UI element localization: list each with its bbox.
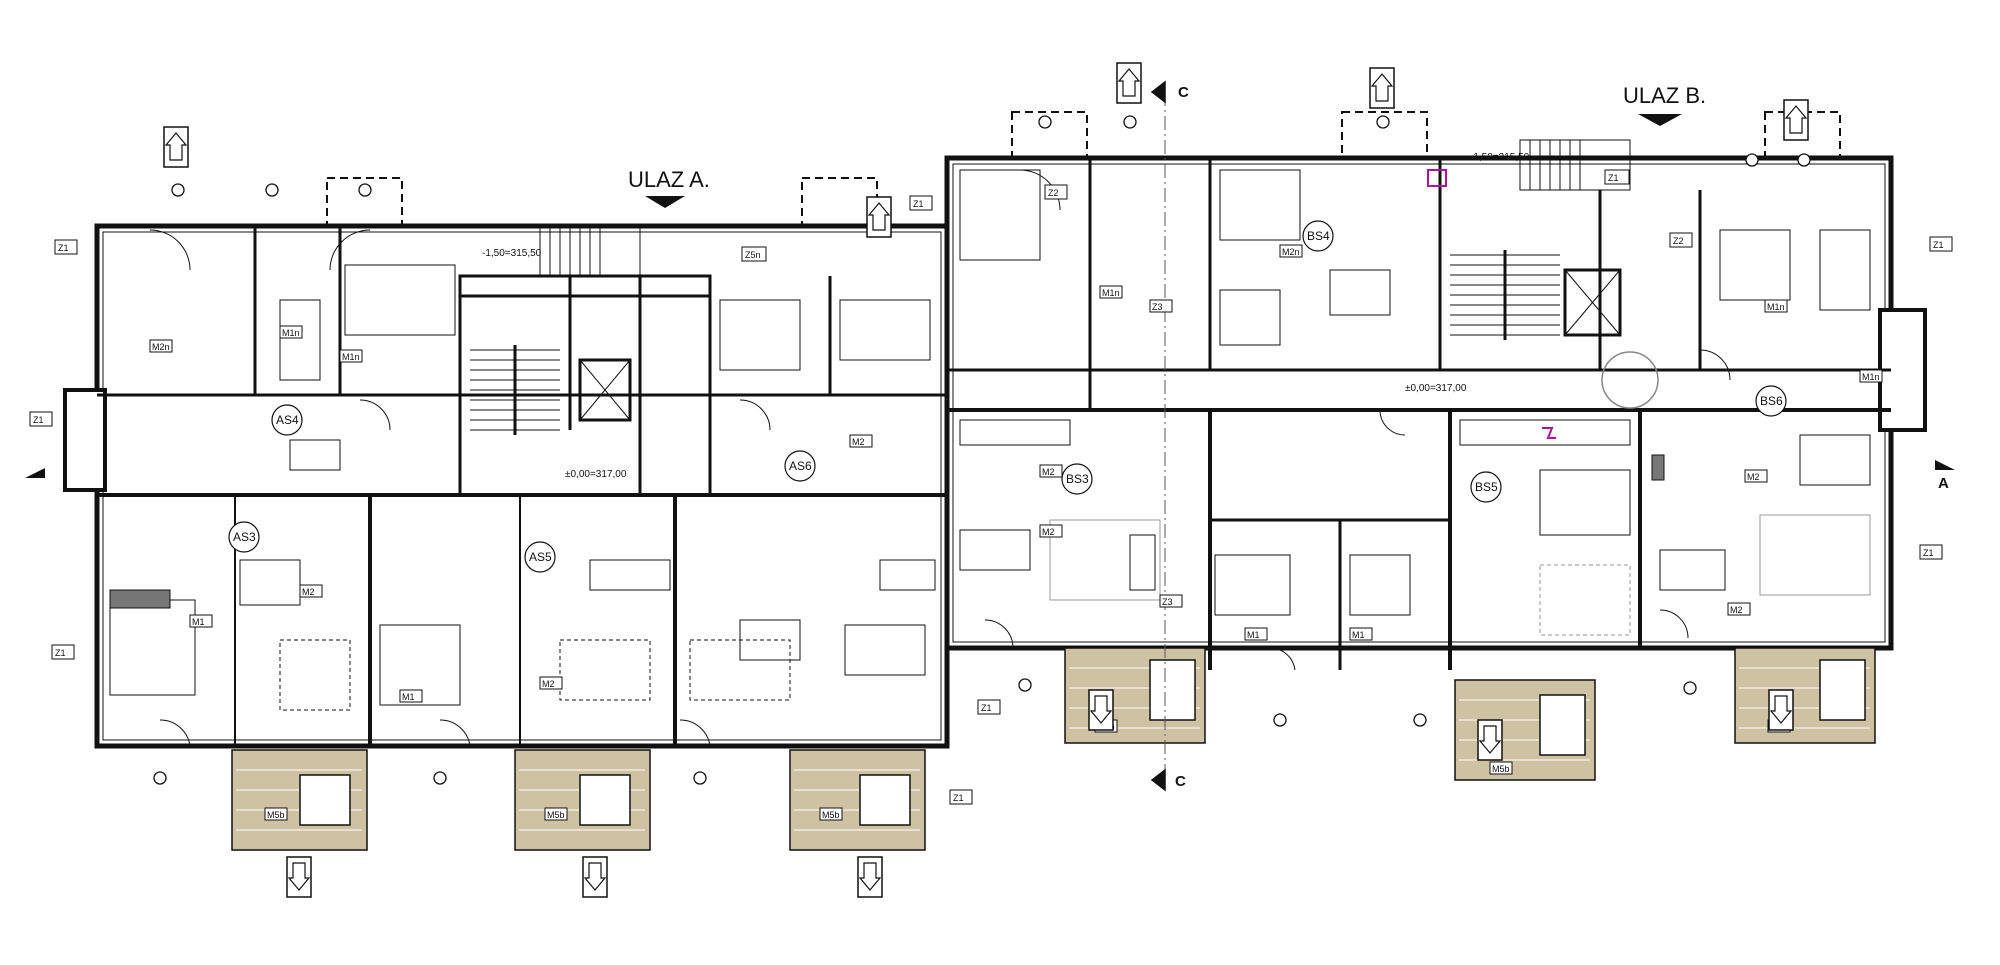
apartment-label: BS6 [1760,394,1783,408]
balcony-tag: M5b [267,810,285,820]
entrance-b-label: ULAZ B. [1623,83,1706,108]
room-tag: M2 [302,587,315,597]
balcony-tag: M5b [822,810,840,820]
wall-tag: Z1 [33,415,44,425]
room-tag: M1n [342,352,360,362]
balcony-tag: M5b [1492,764,1510,774]
room-tag: M2 [1042,467,1055,477]
wall-tag: Z1 [1608,173,1619,183]
apartment-label: AS3 [233,530,256,544]
wall-tag: Z1 [55,648,66,658]
wall-tag: Z5n [745,250,761,260]
entrance-a-arrow [645,196,685,208]
balconies-a [231,749,926,851]
room-tag: M2n [1282,247,1300,257]
room-tag: M1n [1767,302,1785,312]
room-tag: Z3 [1152,302,1163,312]
room-tag: M1 [192,617,205,627]
wall-tag: Z1 [1923,548,1934,558]
wall-tag: Z1 [953,793,964,803]
column-symbols [153,115,1811,785]
balconies-b [1064,647,1876,781]
wall-tag-boxes [29,169,1953,805]
room-tag: M1 [1247,630,1260,640]
building-b [944,139,1927,671]
apartment-labels [228,220,1787,573]
section-c-top: C [1178,84,1189,101]
level-ground-b: ±0,00=317,00 [1405,383,1467,394]
balcony-tag: M5b [547,810,565,820]
entrance-b-arrow [1638,114,1682,126]
exit-arrow-glyphs [164,68,1808,891]
room-tag: M2 [1747,472,1760,482]
room-tag: M1n [282,328,300,338]
apartment-label: AS6 [789,459,812,473]
section-line-c [1150,80,1166,792]
entrance-a-label: ULAZ A. [628,167,710,192]
section-c-bottom: C [1175,773,1186,790]
room-tag: M2 [542,679,555,689]
canopies [326,111,1841,227]
room-tag: M1n [1102,288,1120,298]
wall-tag: Z1 [981,703,992,713]
wall-tag: Z1 [913,199,924,209]
level-outside-b: -1,50=315,50 [1470,152,1530,163]
section-a-label: A [1938,475,1949,492]
wall-tag: Z2 [1048,188,1059,198]
wall-tag: Z1 [1933,240,1944,250]
section-a-arrow [1935,460,1955,470]
room-tag: M2 [1730,605,1743,615]
apartment-label: AS4 [276,413,299,427]
building-a [63,223,950,749]
wall-tag: Z1 [58,243,69,253]
room-tag: M1 [1352,630,1365,640]
room-tag: M1 [402,692,415,702]
room-tag: M2n [152,342,170,352]
wall-tag: Z2 [1673,236,1684,246]
room-tag: M1n [1862,372,1880,382]
room-tag-boxes [149,244,1883,703]
apartment-label: BS3 [1066,472,1089,486]
level-ground-a: ±0,00=317,00 [565,469,627,480]
apartment-label: BS5 [1475,480,1498,494]
section-a-arrow-left [25,468,45,478]
apartment-label: BS4 [1307,229,1330,243]
level-outside-a: -1,50=315,50 [482,248,542,259]
accent-markers [1427,169,1556,439]
room-tag: Z3 [1162,597,1173,607]
room-tag: M2 [852,437,865,447]
apartment-label: AS5 [529,550,552,564]
room-tag: M2 [1042,527,1055,537]
